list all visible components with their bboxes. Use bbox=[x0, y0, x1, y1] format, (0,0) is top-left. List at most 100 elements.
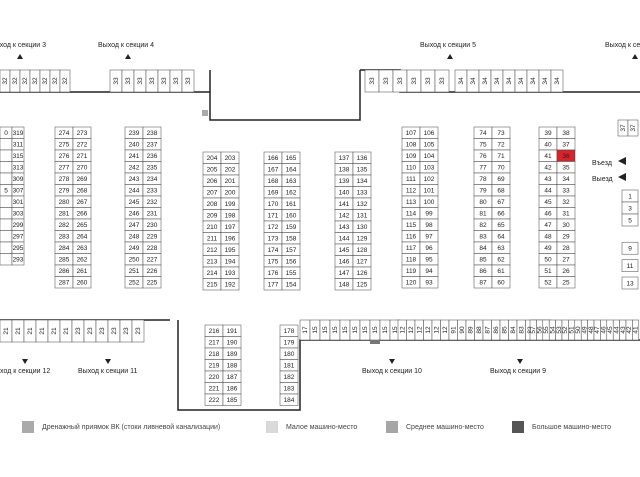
parking-space[interactable]: 191 bbox=[222, 324, 242, 337]
parking-space[interactable]: 34 bbox=[490, 69, 504, 93]
parking-space[interactable]: 101 bbox=[419, 184, 439, 197]
parking-space[interactable]: 204 bbox=[202, 151, 222, 164]
parking-space[interactable]: 34 bbox=[466, 69, 480, 93]
parking-space[interactable]: 15 bbox=[319, 319, 331, 341]
parking-space[interactable]: 161 bbox=[281, 197, 301, 210]
parking-space[interactable]: 159 bbox=[281, 220, 301, 233]
parking-space[interactable]: 117 bbox=[401, 241, 421, 254]
parking-space[interactable]: 176 bbox=[263, 266, 283, 279]
parking-space[interactable]: 140 bbox=[334, 186, 354, 199]
parking-space[interactable]: 118 bbox=[401, 253, 421, 266]
parking-space[interactable]: 34 bbox=[526, 69, 540, 93]
parking-space[interactable]: 217 bbox=[204, 336, 224, 349]
parking-space[interactable]: 284 bbox=[54, 241, 74, 254]
parking-space[interactable]: 265 bbox=[72, 218, 92, 231]
parking-space[interactable]: 132 bbox=[352, 197, 372, 210]
parking-space[interactable]: 229 bbox=[142, 230, 162, 243]
parking-space[interactable]: 48 bbox=[538, 230, 558, 243]
parking-space[interactable]: 73 bbox=[491, 126, 511, 139]
parking-space[interactable]: 174 bbox=[263, 243, 283, 256]
parking-space[interactable]: 34 bbox=[502, 69, 516, 93]
parking-space[interactable]: 106 bbox=[419, 126, 439, 139]
parking-space[interactable]: 241 bbox=[124, 149, 144, 162]
parking-space[interactable]: 26 bbox=[556, 264, 576, 277]
parking-space[interactable]: 33 bbox=[121, 69, 135, 93]
parking-space[interactable]: 213 bbox=[202, 255, 222, 268]
parking-space[interactable]: 206 bbox=[202, 174, 222, 187]
parking-space[interactable]: 222 bbox=[204, 393, 224, 406]
parking-space[interactable]: 38 bbox=[556, 126, 576, 139]
parking-space[interactable]: 91 bbox=[448, 319, 458, 341]
parking-space[interactable]: 64 bbox=[491, 230, 511, 243]
parking-space[interactable]: 129 bbox=[352, 232, 372, 245]
parking-space[interactable]: 23 bbox=[107, 319, 121, 343]
parking-space[interactable]: 210 bbox=[202, 220, 222, 233]
parking-space[interactable]: 107 bbox=[401, 126, 421, 139]
parking-space[interactable]: 46 bbox=[538, 207, 558, 220]
parking-space[interactable]: 231 bbox=[142, 207, 162, 220]
parking-space[interactable]: 218 bbox=[204, 347, 224, 360]
parking-space[interactable]: 63 bbox=[491, 241, 511, 254]
parking-space[interactable]: 94 bbox=[419, 264, 439, 277]
parking-space[interactable]: 199 bbox=[220, 197, 240, 210]
parking-space[interactable]: 12 bbox=[431, 319, 441, 341]
parking-space[interactable]: 215 bbox=[202, 278, 222, 291]
parking-space[interactable]: 33 bbox=[434, 69, 450, 93]
parking-space[interactable] bbox=[0, 241, 13, 254]
parking-space[interactable]: 225 bbox=[142, 276, 162, 289]
parking-space[interactable]: 264 bbox=[72, 230, 92, 243]
parking-space[interactable]: 15 bbox=[379, 319, 391, 341]
parking-space[interactable]: 15 bbox=[309, 319, 321, 341]
parking-space[interactable]: 87 bbox=[482, 319, 492, 341]
parking-space[interactable]: 160 bbox=[281, 209, 301, 222]
parking-space[interactable]: 34 bbox=[478, 69, 492, 93]
parking-space[interactable]: 77 bbox=[473, 161, 493, 174]
parking-space[interactable]: 145 bbox=[334, 243, 354, 256]
parking-space[interactable]: 203 bbox=[220, 151, 240, 164]
parking-space[interactable]: 21 bbox=[35, 319, 49, 343]
parking-space[interactable]: 285 bbox=[54, 253, 74, 266]
parking-space[interactable]: 315 bbox=[11, 149, 25, 162]
parking-space[interactable]: 144 bbox=[334, 232, 354, 245]
parking-space[interactable]: 12 bbox=[440, 319, 450, 341]
parking-space[interactable]: 12 bbox=[423, 319, 433, 341]
parking-space[interactable]: 86 bbox=[473, 264, 493, 277]
parking-space[interactable]: 271 bbox=[72, 149, 92, 162]
parking-space[interactable]: 139 bbox=[334, 174, 354, 187]
parking-space[interactable]: 32 bbox=[556, 195, 576, 208]
parking-space[interactable]: 156 bbox=[281, 255, 301, 268]
parking-space[interactable]: 76 bbox=[473, 149, 493, 162]
parking-space[interactable]: 33 bbox=[556, 184, 576, 197]
parking-space[interactable]: 104 bbox=[419, 149, 439, 162]
parking-space[interactable]: 82 bbox=[473, 218, 493, 231]
parking-space[interactable] bbox=[0, 207, 13, 220]
parking-space[interactable]: 3 bbox=[621, 201, 639, 215]
parking-space[interactable] bbox=[0, 195, 13, 208]
parking-space[interactable]: 71 bbox=[491, 149, 511, 162]
parking-space[interactable]: 37 bbox=[617, 119, 629, 137]
parking-space[interactable]: 183 bbox=[279, 382, 299, 395]
parking-space[interactable]: 52 bbox=[538, 276, 558, 289]
parking-space[interactable]: 208 bbox=[202, 197, 222, 210]
parking-space[interactable] bbox=[0, 218, 13, 231]
parking-space[interactable]: 108 bbox=[401, 138, 421, 151]
parking-space[interactable]: 207 bbox=[202, 186, 222, 199]
parking-space[interactable]: 240 bbox=[124, 138, 144, 151]
parking-space[interactable]: 286 bbox=[54, 264, 74, 277]
parking-space[interactable]: 84 bbox=[508, 319, 518, 341]
parking-space[interactable]: 202 bbox=[220, 163, 240, 176]
parking-space[interactable]: 103 bbox=[419, 161, 439, 174]
parking-space[interactable]: 233 bbox=[142, 184, 162, 197]
parking-space[interactable]: 35 bbox=[556, 161, 576, 174]
parking-space[interactable]: 232 bbox=[142, 195, 162, 208]
parking-space[interactable]: 165 bbox=[281, 151, 301, 164]
parking-space[interactable]: 83 bbox=[516, 319, 526, 341]
parking-space[interactable]: 12 bbox=[414, 319, 424, 341]
parking-space[interactable]: 196 bbox=[220, 232, 240, 245]
parking-space[interactable]: 34 bbox=[538, 69, 552, 93]
parking-space[interactable]: 69 bbox=[491, 172, 511, 185]
parking-space[interactable]: 43 bbox=[538, 172, 558, 185]
parking-space[interactable]: 157 bbox=[281, 243, 301, 256]
parking-space[interactable]: 99 bbox=[419, 207, 439, 220]
parking-space[interactable]: 36 bbox=[556, 149, 576, 162]
